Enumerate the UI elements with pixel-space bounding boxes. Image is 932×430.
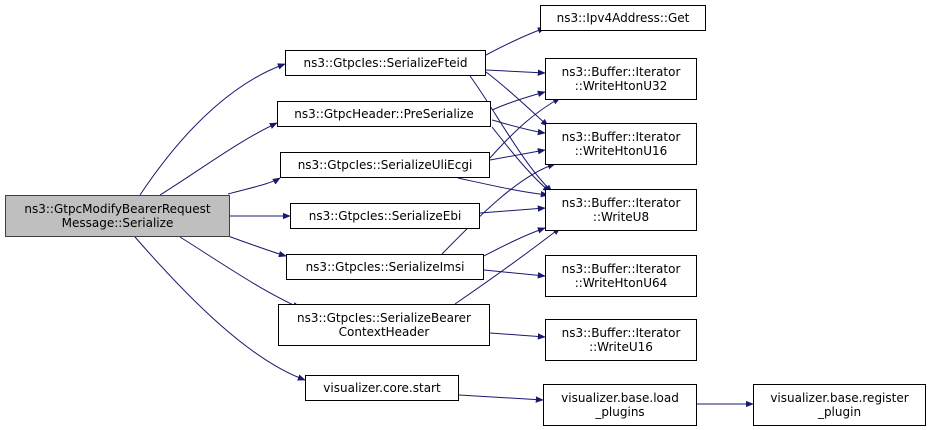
node-visualizer-core-start[interactable]: visualizer.core.start [305,375,459,401]
node-visualizer-base-load-plugins[interactable]: visualizer.base.load _plugins [543,384,697,426]
edge-preser-w32 [491,90,546,111]
node-serialize-uli-ecgi[interactable]: ns3::GtpcIes::SerializeUliEcgi [280,152,490,178]
edge-root-fteid [139,63,286,196]
node-visualizer-base-register-plugin[interactable]: visualizer.base.register _plugin [753,384,926,426]
node-serialize-fteid[interactable]: ns3::GtpcIes::SerializeFteid [285,50,486,76]
node-label-line-1: ns3::Buffer::Iterator [561,262,681,276]
edge-ebi-w8 [479,205,546,214]
node-label-line-1: ns3::GtpcModifyBearerRequest [24,202,211,216]
node-pre-serialize[interactable]: ns3::GtpcHeader::PreSerialize [277,101,491,127]
node-label: visualizer.core.start [323,381,441,395]
node-label-line-2: ::WriteHtonU16 [574,144,668,158]
edge-fteid-w8 [469,75,553,193]
node-write-u16[interactable]: ns3::Buffer::Iterator ::WriteU16 [545,319,697,361]
edge-root-vstart [134,236,306,381]
node-write-hton-u32[interactable]: ns3::Buffer::Iterator ::WriteHtonU32 [545,58,697,100]
node-label-line-1: visualizer.base.register [770,391,909,405]
node-label: ns3::GtpcIes::SerializeFteid [303,56,468,70]
node-serialize-bearer-context-header[interactable]: ns3::GtpcIes::SerializeBearer ContextHea… [278,304,490,346]
node-label-line-2: ::WriteHtonU32 [574,79,668,93]
edge-root-uli [227,177,281,195]
edge-uli-w32 [489,97,561,159]
node-write-hton-u16[interactable]: ns3::Buffer::Iterator ::WriteHtonU16 [545,123,697,165]
edge-fteid-w32 [485,69,546,76]
edge-uli-w8 [457,177,549,198]
edge-preser-w16 [491,119,546,136]
edge-root-imsi [227,235,287,258]
node-label-line-1: ns3::Buffer::Iterator [561,196,681,210]
edge-root-preser [159,122,278,196]
edge-fteid-w16 [485,71,549,127]
node-write-u8[interactable]: ns3::Buffer::Iterator ::WriteU8 [545,189,697,231]
edge-imsi-w8 [479,227,546,259]
edge-imsi-w16 [441,163,556,255]
edge-vstart-load [458,394,544,403]
node-label-line-2: Message::Serialize [61,216,174,230]
edge-imsi-w64 [483,269,546,279]
node-label: ns3::GtpcIes::SerializeEbi [308,209,462,223]
edge-root-bearer [179,236,301,309]
node-label: ns3::Ipv4Address::Get [556,11,690,25]
node-label-line-2: ::WriteHtonU64 [574,276,668,290]
edge-preser-w8 [491,126,551,193]
node-label-line-1: ns3::GtpcIes::SerializeBearer [297,311,471,325]
node-label-line-1: ns3::Buffer::Iterator [561,326,681,340]
node-label: ns3::GtpcIes::SerializeUliEcgi [297,158,473,172]
node-label-line-2: ContextHeader [338,325,430,339]
node-label-line-2: ::WriteU8 [592,210,650,224]
node-label: ns3::GtpcHeader::PreSerialize [294,107,474,121]
edge-bearer-w8 [454,227,561,305]
node-serialize-ebi[interactable]: ns3::GtpcIes::SerializeEbi [290,203,480,229]
node-ipv4-address-get[interactable]: ns3::Ipv4Address::Get [540,5,706,31]
node-label-line-2: _plugins [595,405,645,419]
node-label-line-2: ::WriteU16 [589,340,653,354]
node-label-line-2: _plugin [817,405,862,419]
edge-uli-w16 [489,148,546,161]
node-label: ns3::GtpcIes::SerializeImsi [305,260,465,274]
edge-bearer-wu16 [489,332,546,340]
edge-fteid-ipv4 [485,27,546,56]
node-label-line-1: visualizer.base.load [561,391,679,405]
node-serialize-imsi[interactable]: ns3::GtpcIes::SerializeImsi [286,254,484,280]
node-label-line-1: ns3::Buffer::Iterator [561,65,681,79]
node-label-line-1: ns3::Buffer::Iterator [561,130,681,144]
node-write-hton-u64[interactable]: ns3::Buffer::Iterator ::WriteHtonU64 [545,255,697,297]
node-gtpc-modify-bearer-request-serialize[interactable]: ns3::GtpcModifyBearerRequest Message::Se… [5,195,230,237]
